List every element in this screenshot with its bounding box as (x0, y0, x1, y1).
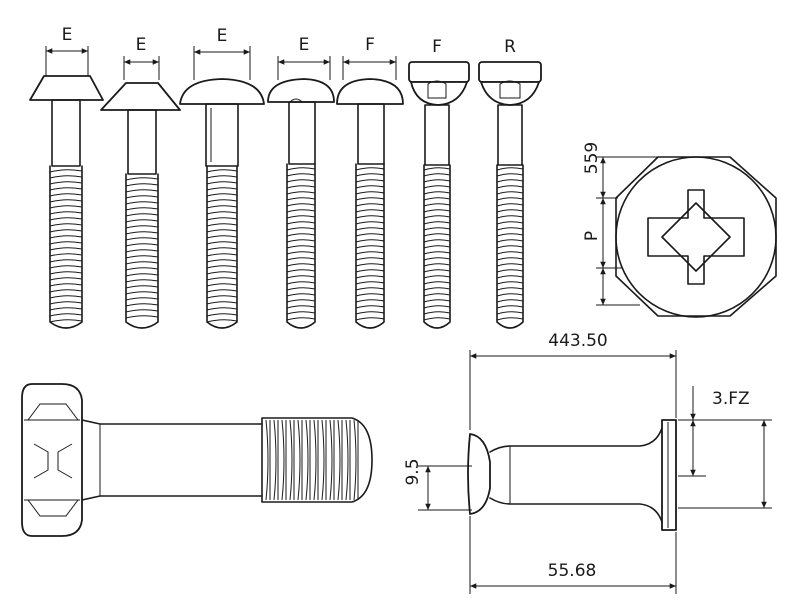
bolt-2-label: E (136, 35, 147, 55)
bolt-6: F (408, 37, 470, 329)
large-bolt-view (21, 383, 373, 537)
side-view: 443.50 9.5 3.FZ 55.68 (403, 331, 772, 594)
side-dim-bottom: 55.68 (548, 561, 597, 581)
side-dim-left: 9.5 (403, 458, 423, 485)
bolt-4: E (267, 35, 335, 329)
bolt-1-label: E (62, 25, 73, 45)
bolt-4-label: E (299, 35, 310, 55)
bolt-row: E E E (29, 25, 542, 329)
bolt-6-label: F (432, 37, 442, 57)
side-dim-right: 3.FZ (712, 389, 750, 409)
side-dim-overall: 443.50 (548, 331, 607, 351)
bolt-3: E (179, 26, 265, 329)
bolt-7-label: R (504, 37, 516, 57)
head-end-view: 559 P (582, 142, 777, 318)
bolt-3-label: E (217, 26, 228, 46)
bolt-5-label: F (365, 35, 375, 55)
bolt-5: F (336, 35, 404, 329)
bolt-7: R (478, 37, 542, 329)
bolt-1: E (29, 25, 104, 329)
head-dim-559: 559 (582, 142, 602, 174)
head-dim-p: P (582, 231, 602, 241)
bolt-2: E (100, 35, 181, 329)
